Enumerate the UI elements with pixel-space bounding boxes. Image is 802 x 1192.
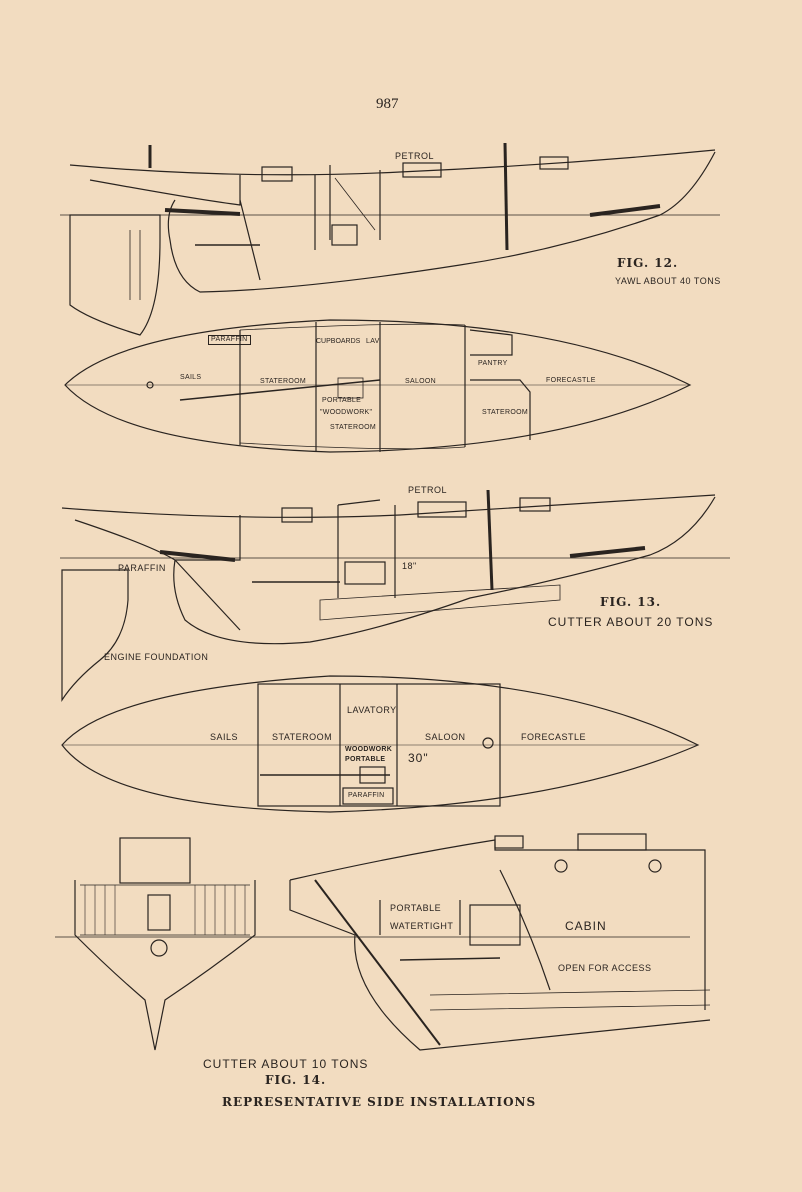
fig13-dimension-18: 18" xyxy=(402,561,417,571)
fig12-paraffin-label: PARAFFIN xyxy=(208,335,251,345)
fig12-stateroom-mid-label: STATEROOM xyxy=(330,424,376,431)
fig13-petrol-label: PETROL xyxy=(408,485,448,495)
page-caption: REPRESENTATIVE SIDE INSTALLATIONS xyxy=(222,1095,537,1109)
fig12-label: FIG. 12. xyxy=(617,256,679,270)
fig13-subtitle: CUTTER ABOUT 20 TONS xyxy=(548,615,714,629)
fig12-petrol-label: PETROL xyxy=(395,151,435,161)
fig13-paraffin-plan-label: PARAFFIN xyxy=(348,792,385,799)
fig14-subtitle: CUTTER ABOUT 10 TONS xyxy=(203,1057,369,1071)
fig13-lavatory-label: LAVATORY xyxy=(347,705,397,715)
fig12-forecastle-label: FORECASTLE xyxy=(546,377,596,384)
fig14-cabin-label: CABIN xyxy=(565,919,607,933)
fig12-stateroom-aft-label: STATEROOM xyxy=(260,378,306,385)
fig14-section-drawing xyxy=(55,837,690,1051)
fig14-portable-label: PORTABLE xyxy=(390,903,442,913)
fig12-sails-label: SAILS xyxy=(180,374,202,381)
fig13-dimension-30: 30" xyxy=(408,751,429,765)
fig14-watertight-label: WATERTIGHT xyxy=(390,921,454,931)
fig13-engine-foundation-label: ENGINE FOUNDATION xyxy=(104,652,209,662)
fig12-saloon-label: SALOON xyxy=(405,378,436,385)
fig13-saloon-label: SALOON xyxy=(425,732,466,742)
fig13-sails-label: SAILS xyxy=(210,732,239,742)
fig12-woodwork-label: "WOODWORK" xyxy=(320,409,373,416)
fig12-lav-label: LAV xyxy=(366,338,380,345)
fig12-portable-label: PORTABLE xyxy=(322,397,362,404)
fig12-cupboards-label: CUPBOARDS xyxy=(316,338,361,345)
fig13-forecastle-label: FORECASTLE xyxy=(521,732,587,742)
fig12-subtitle: YAWL ABOUT 40 TONS xyxy=(615,276,721,286)
fig13-stateroom-label: STATEROOM xyxy=(272,732,333,742)
fig13-label: FIG. 13. xyxy=(600,595,662,609)
fig13-portable-label: PORTABLE xyxy=(345,756,386,763)
fig14-profile-drawing xyxy=(289,833,711,1051)
fig14-open-for-access-label: OPEN FOR ACCESS xyxy=(558,963,652,973)
fig12-stateroom-fwd-label: STATEROOM xyxy=(482,409,528,416)
page-number: 987 xyxy=(376,96,399,112)
fig13-paraffin-label: PARAFFIN xyxy=(118,563,166,573)
fig12-pantry-label: PANTRY xyxy=(478,360,508,367)
fig14-label: FIG. 14. xyxy=(265,1073,327,1087)
fig12-profile-drawing xyxy=(60,142,720,336)
fig13-profile-drawing xyxy=(60,489,730,703)
fig13-plan-drawing xyxy=(61,675,700,813)
fig13-woodwork-label: WOODWORK xyxy=(345,746,393,753)
fig12-plan-drawing xyxy=(64,319,692,453)
